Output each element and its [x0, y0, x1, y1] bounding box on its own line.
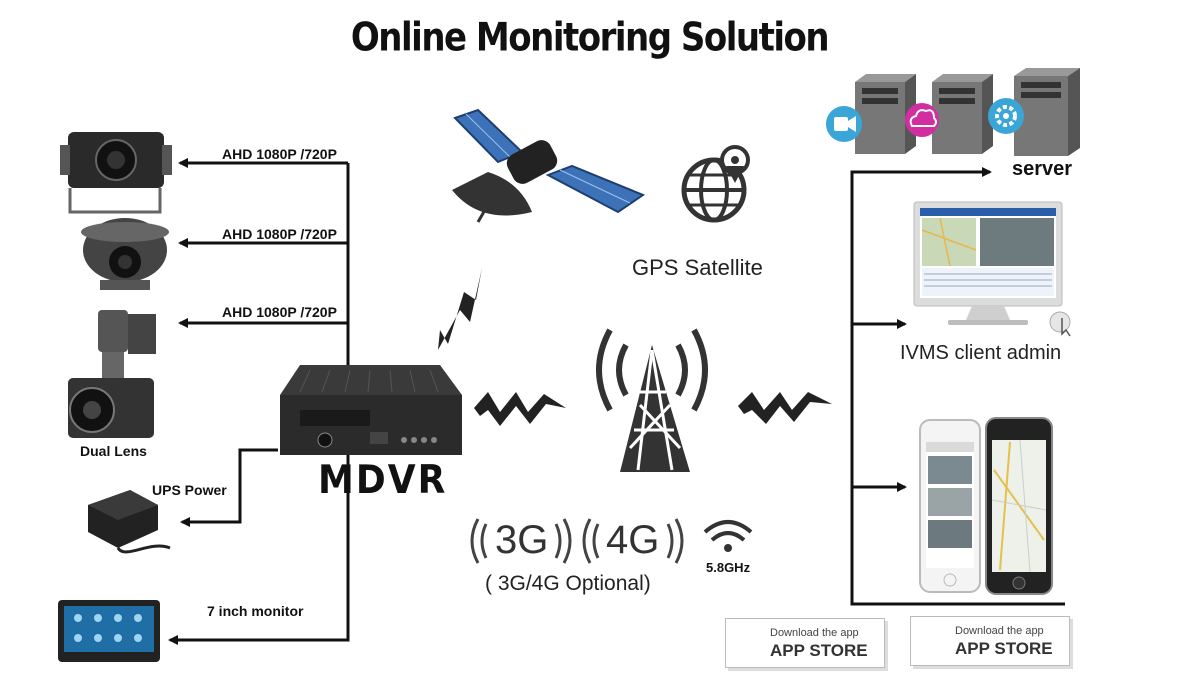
network-optional-label: ( 3G/4G Optional) [485, 572, 651, 595]
video-camera-icon [826, 106, 862, 142]
server-tower-1-icon [855, 74, 916, 154]
camera-1-label: AHD 1080P /720P [222, 146, 337, 162]
page-title: Online Monitoring Solution [350, 15, 830, 61]
camera-2-label: AHD 1080P /720P [222, 226, 337, 242]
dome-camera-icon [81, 218, 169, 290]
signal-zigzag-left [474, 392, 566, 426]
monitor-7inch-icon [58, 600, 160, 662]
ivms-desktop-monitor-icon [913, 201, 1063, 325]
store-small-text: Download the app [955, 625, 1044, 637]
cell-tower-icon [596, 328, 708, 472]
g3-label: 3G [495, 518, 549, 562]
server-tower-2-icon [932, 74, 993, 154]
signal-zigzag-right [738, 392, 832, 424]
dual-lens-camera-icon [68, 310, 156, 438]
g4-label: 4G [606, 518, 660, 562]
mdvr-label: MDVR [318, 457, 448, 504]
satellite-icon [452, 108, 646, 223]
monitor-label: 7 inch monitor [207, 603, 304, 619]
dual-lens-label: Dual Lens [80, 443, 147, 459]
android-app-store-badge[interactable]: Download the app APP STORE [725, 618, 885, 668]
globe-location-icon [681, 145, 750, 223]
camera-bus-lines [168, 158, 350, 645]
g3-signal-icon [470, 518, 572, 564]
gps-satellite-label: GPS Satellite [632, 255, 763, 280]
box-camera-icon [60, 132, 172, 214]
client-bus-lines [850, 167, 1065, 606]
ups-power-label: UPS Power [152, 482, 227, 498]
store-big-text: APP STORE [770, 641, 868, 660]
ivms-client-label: IVMS client admin [900, 342, 1062, 364]
mdvr-device-icon [280, 365, 462, 455]
store-big-text: APP STORE [955, 639, 1053, 658]
camera-3-label: AHD 1080P /720P [222, 304, 337, 320]
server-label: server [1012, 158, 1073, 180]
g4-signal-icon [582, 518, 684, 564]
smartphone-2-icon [985, 417, 1053, 595]
mouse-cursor-icon [1049, 311, 1071, 337]
store-small-text: Download the app [770, 627, 859, 639]
apple-app-store-badge[interactable]: Download the app APP STORE [910, 616, 1070, 666]
ups-device-icon [88, 490, 171, 554]
cloud-icon [905, 103, 939, 137]
server-tower-3-icon [1014, 68, 1080, 156]
wifi-icon [703, 520, 753, 552]
wifi-frequency-label: 5.8GHz [706, 560, 751, 575]
smartphone-1-icon [919, 419, 981, 593]
signal-zigzag-mdvr-satellite [438, 268, 482, 350]
gear-icon [988, 98, 1024, 134]
